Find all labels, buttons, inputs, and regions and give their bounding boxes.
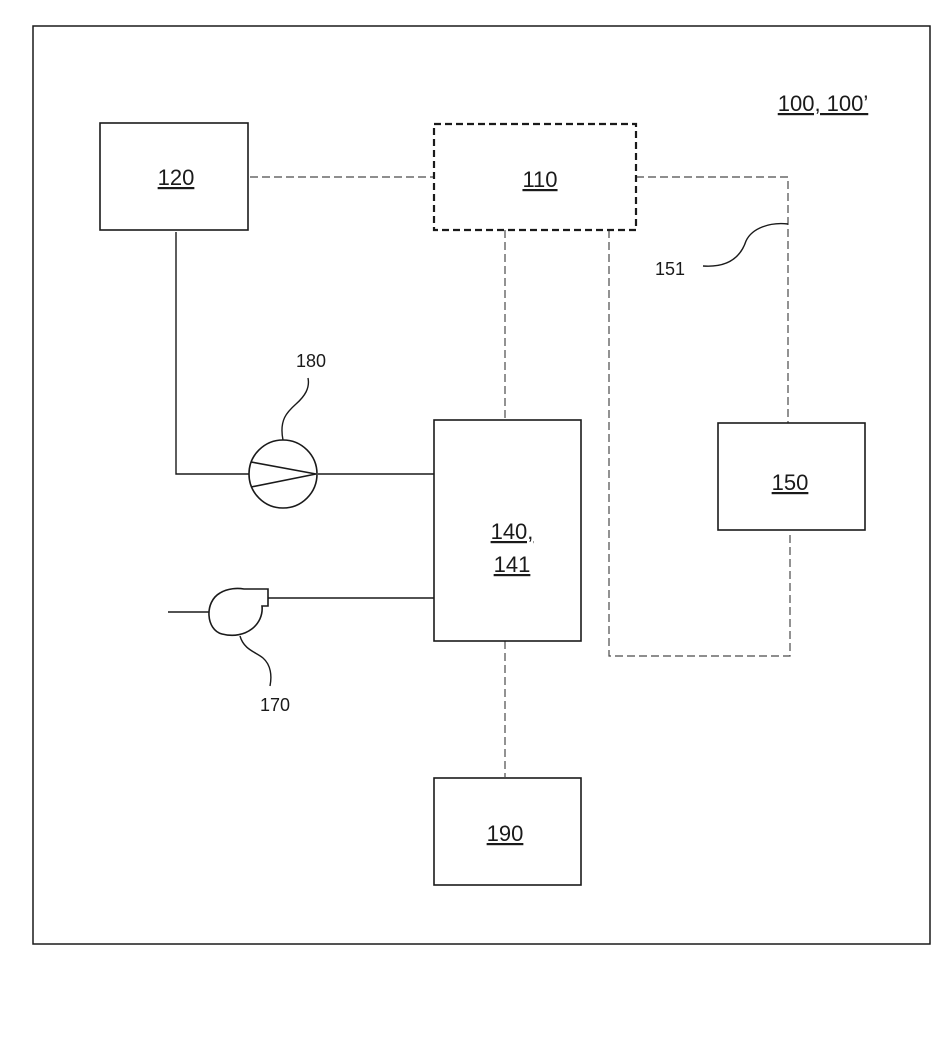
block-120-label: 120: [158, 165, 195, 190]
block-110-label: 110: [522, 167, 557, 192]
pump-icon: [249, 440, 317, 508]
leader-180: [282, 378, 308, 440]
block-141-label: 141: [494, 552, 531, 577]
block-150-label: 150: [772, 470, 809, 495]
ref-151: 151: [655, 259, 685, 279]
leader-151: [703, 224, 788, 267]
ref-180: 180: [296, 351, 326, 371]
block-140-label: 140,: [491, 519, 534, 544]
line-120-to-pump: [176, 232, 249, 474]
compressor-icon: [209, 588, 268, 635]
ref-170: 170: [260, 695, 290, 715]
leader-170: [240, 636, 271, 686]
system-label: 100, 100’: [778, 91, 869, 116]
block-190-label: 190: [487, 821, 524, 846]
connection-110-to-150: [636, 177, 788, 423]
